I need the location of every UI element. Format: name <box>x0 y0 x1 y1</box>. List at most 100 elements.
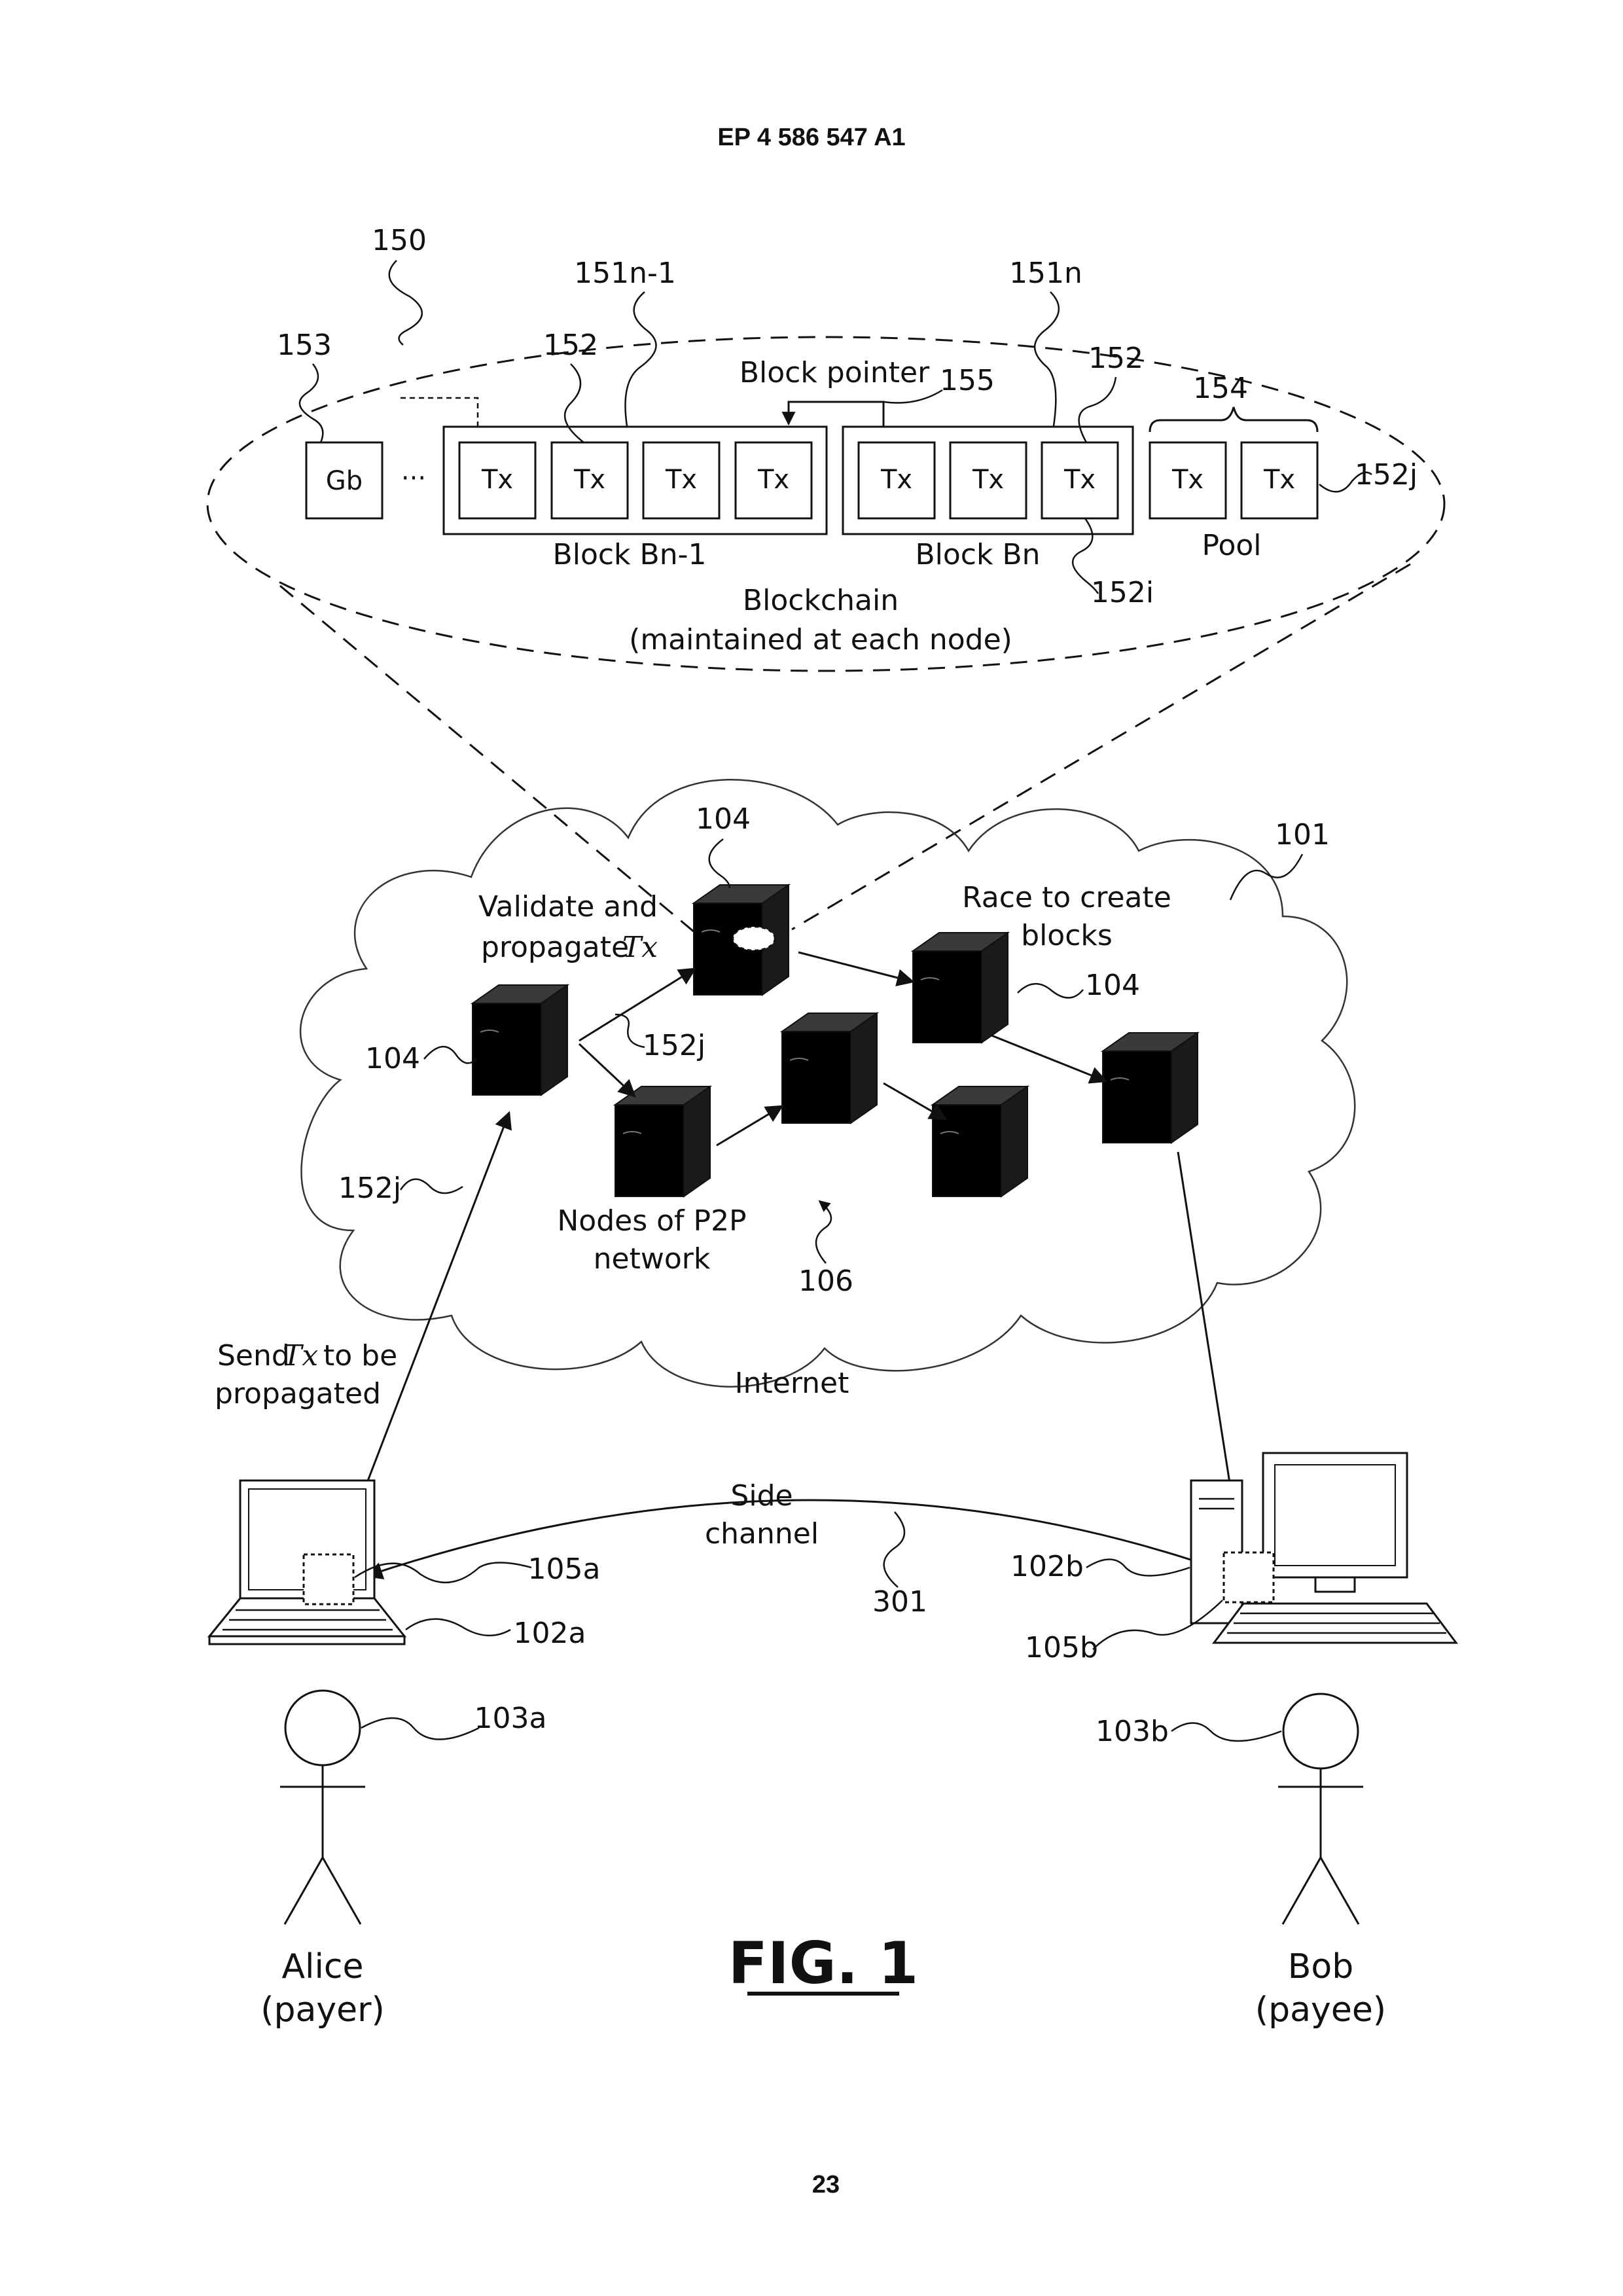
leader-301 <box>884 1512 904 1587</box>
ref-105a: 105a <box>528 1552 601 1586</box>
leader-103a <box>361 1718 479 1740</box>
internet-label: Internet <box>735 1367 849 1400</box>
block-bn-1-label: Block Bn-1 <box>553 538 707 571</box>
ref-152j-top: 152j <box>1355 458 1418 492</box>
ref-103b: 103b <box>1096 1715 1169 1748</box>
leader-103b <box>1171 1723 1281 1742</box>
race-label-line2: blocks <box>1021 919 1113 952</box>
tx-label: Tx <box>481 465 513 495</box>
ref-104-top: 104 <box>696 802 751 836</box>
tx-label: Tx <box>1263 465 1295 495</box>
server-node-left <box>473 985 567 1095</box>
ref-155: 155 <box>940 364 995 397</box>
arrow-to-center-node <box>717 1106 782 1145</box>
bob-desktop <box>1191 1453 1456 1643</box>
alice-person <box>280 1691 365 1924</box>
ref-152j-low: 152j <box>338 1172 401 1205</box>
validate-tx-italic: Tx <box>622 931 658 964</box>
ref-102a: 102a <box>514 1617 586 1650</box>
side-channel-line1: Side <box>730 1479 793 1513</box>
leader-153 <box>300 364 323 442</box>
genesis-label: Gb <box>326 466 363 496</box>
leader-151n <box>1035 292 1059 426</box>
tx-label: Tx <box>757 465 789 495</box>
ref-152i: 152i <box>1091 576 1154 609</box>
leader-152j-mid <box>615 1014 645 1047</box>
send-tx-italic: Tx <box>283 1339 318 1372</box>
leader-152j-low <box>401 1179 463 1193</box>
block-pointer-arrow <box>789 402 883 427</box>
alice-name: Alice <box>281 1947 363 1986</box>
leader-106 <box>816 1201 831 1263</box>
block-pointer-label: Block pointer <box>740 356 930 389</box>
bob-name: Bob <box>1288 1947 1354 1986</box>
leader-150 <box>389 260 422 345</box>
bob-role: (payee) <box>1255 1990 1386 2030</box>
send-label-a: Send <box>217 1339 290 1372</box>
ref-106: 106 <box>798 1265 853 1298</box>
server-node-lower-left <box>615 1086 710 1196</box>
arrow-to-far-right-node <box>991 1035 1106 1081</box>
server-node-center <box>782 1013 877 1123</box>
tx-label: Tx <box>1171 465 1204 495</box>
ref-104-left: 104 <box>365 1042 420 1075</box>
ref-152-right: 152 <box>1088 342 1143 375</box>
ref-301: 301 <box>872 1585 927 1619</box>
leader-102b <box>1086 1560 1190 1576</box>
leader-105a <box>355 1563 531 1583</box>
arrow-to-lower-node <box>579 1044 635 1096</box>
validate-label-line1: Validate and <box>478 890 658 924</box>
side-channel-line2: channel <box>705 1517 819 1551</box>
ref-104-right: 104 <box>1085 969 1140 1002</box>
chain-ellipsis: ··· <box>401 463 426 493</box>
leader-151n-1 <box>626 292 656 426</box>
blockchain-title: Blockchain <box>743 584 899 617</box>
pool-brace <box>1150 407 1317 432</box>
ref-151n-1: 151n-1 <box>574 257 676 290</box>
ref-152-left: 152 <box>543 329 598 362</box>
tx-label: Tx <box>880 465 912 495</box>
leader-101 <box>1230 854 1302 900</box>
prev-pointer-line <box>399 398 478 427</box>
alice-role: (payer) <box>260 1990 385 2030</box>
race-label-line1: Race to create <box>962 881 1171 914</box>
publication-number: EP 4 586 547 A1 <box>717 124 905 151</box>
tx-label: Tx <box>1063 465 1096 495</box>
figure-title: FIG. 1 <box>728 1929 918 1997</box>
bob-person <box>1278 1694 1363 1924</box>
validate-label-line2: propagate <box>481 931 629 964</box>
leader-104-right <box>1018 984 1083 997</box>
alice-wallet-software <box>304 1554 353 1604</box>
bob-wallet-software <box>1224 1552 1274 1602</box>
arrow-to-lower-right-node <box>883 1083 946 1119</box>
ref-102b: 102b <box>1010 1550 1084 1583</box>
zoom-line-right <box>792 564 1410 929</box>
node-blockchain-marker <box>733 927 775 950</box>
server-node-race <box>913 933 1008 1043</box>
ref-152j-mid: 152j <box>643 1029 705 1062</box>
leader-102a <box>406 1619 510 1636</box>
tx-label: Tx <box>972 465 1004 495</box>
send-label-line2: propagated <box>215 1377 381 1410</box>
leader-104-top <box>709 839 730 888</box>
nodes-label-line1: Nodes of P2P <box>557 1204 746 1238</box>
block-bn-label: Block Bn <box>915 538 1040 571</box>
arrow-to-race-node <box>798 952 913 982</box>
ref-101: 101 <box>1275 818 1330 852</box>
ref-154: 154 <box>1193 372 1248 405</box>
server-node-far-right <box>1103 1033 1198 1143</box>
page-number: 23 <box>812 2171 840 2198</box>
tx-label: Tx <box>573 465 605 495</box>
server-node-lower-right <box>933 1086 1027 1196</box>
send-label-b: to be <box>323 1339 397 1372</box>
tx-label: Tx <box>665 465 697 495</box>
leader-155 <box>883 390 942 403</box>
pool-label: Pool <box>1202 529 1261 562</box>
nodes-label-line2: network <box>594 1242 711 1276</box>
ref-150: 150 <box>372 224 427 257</box>
leader-104-left <box>424 1047 476 1063</box>
ref-151n: 151n <box>1009 257 1082 290</box>
blockchain-subtitle: (maintained at each node) <box>629 623 1012 656</box>
ref-153: 153 <box>277 329 332 362</box>
ref-105b: 105b <box>1025 1631 1098 1664</box>
